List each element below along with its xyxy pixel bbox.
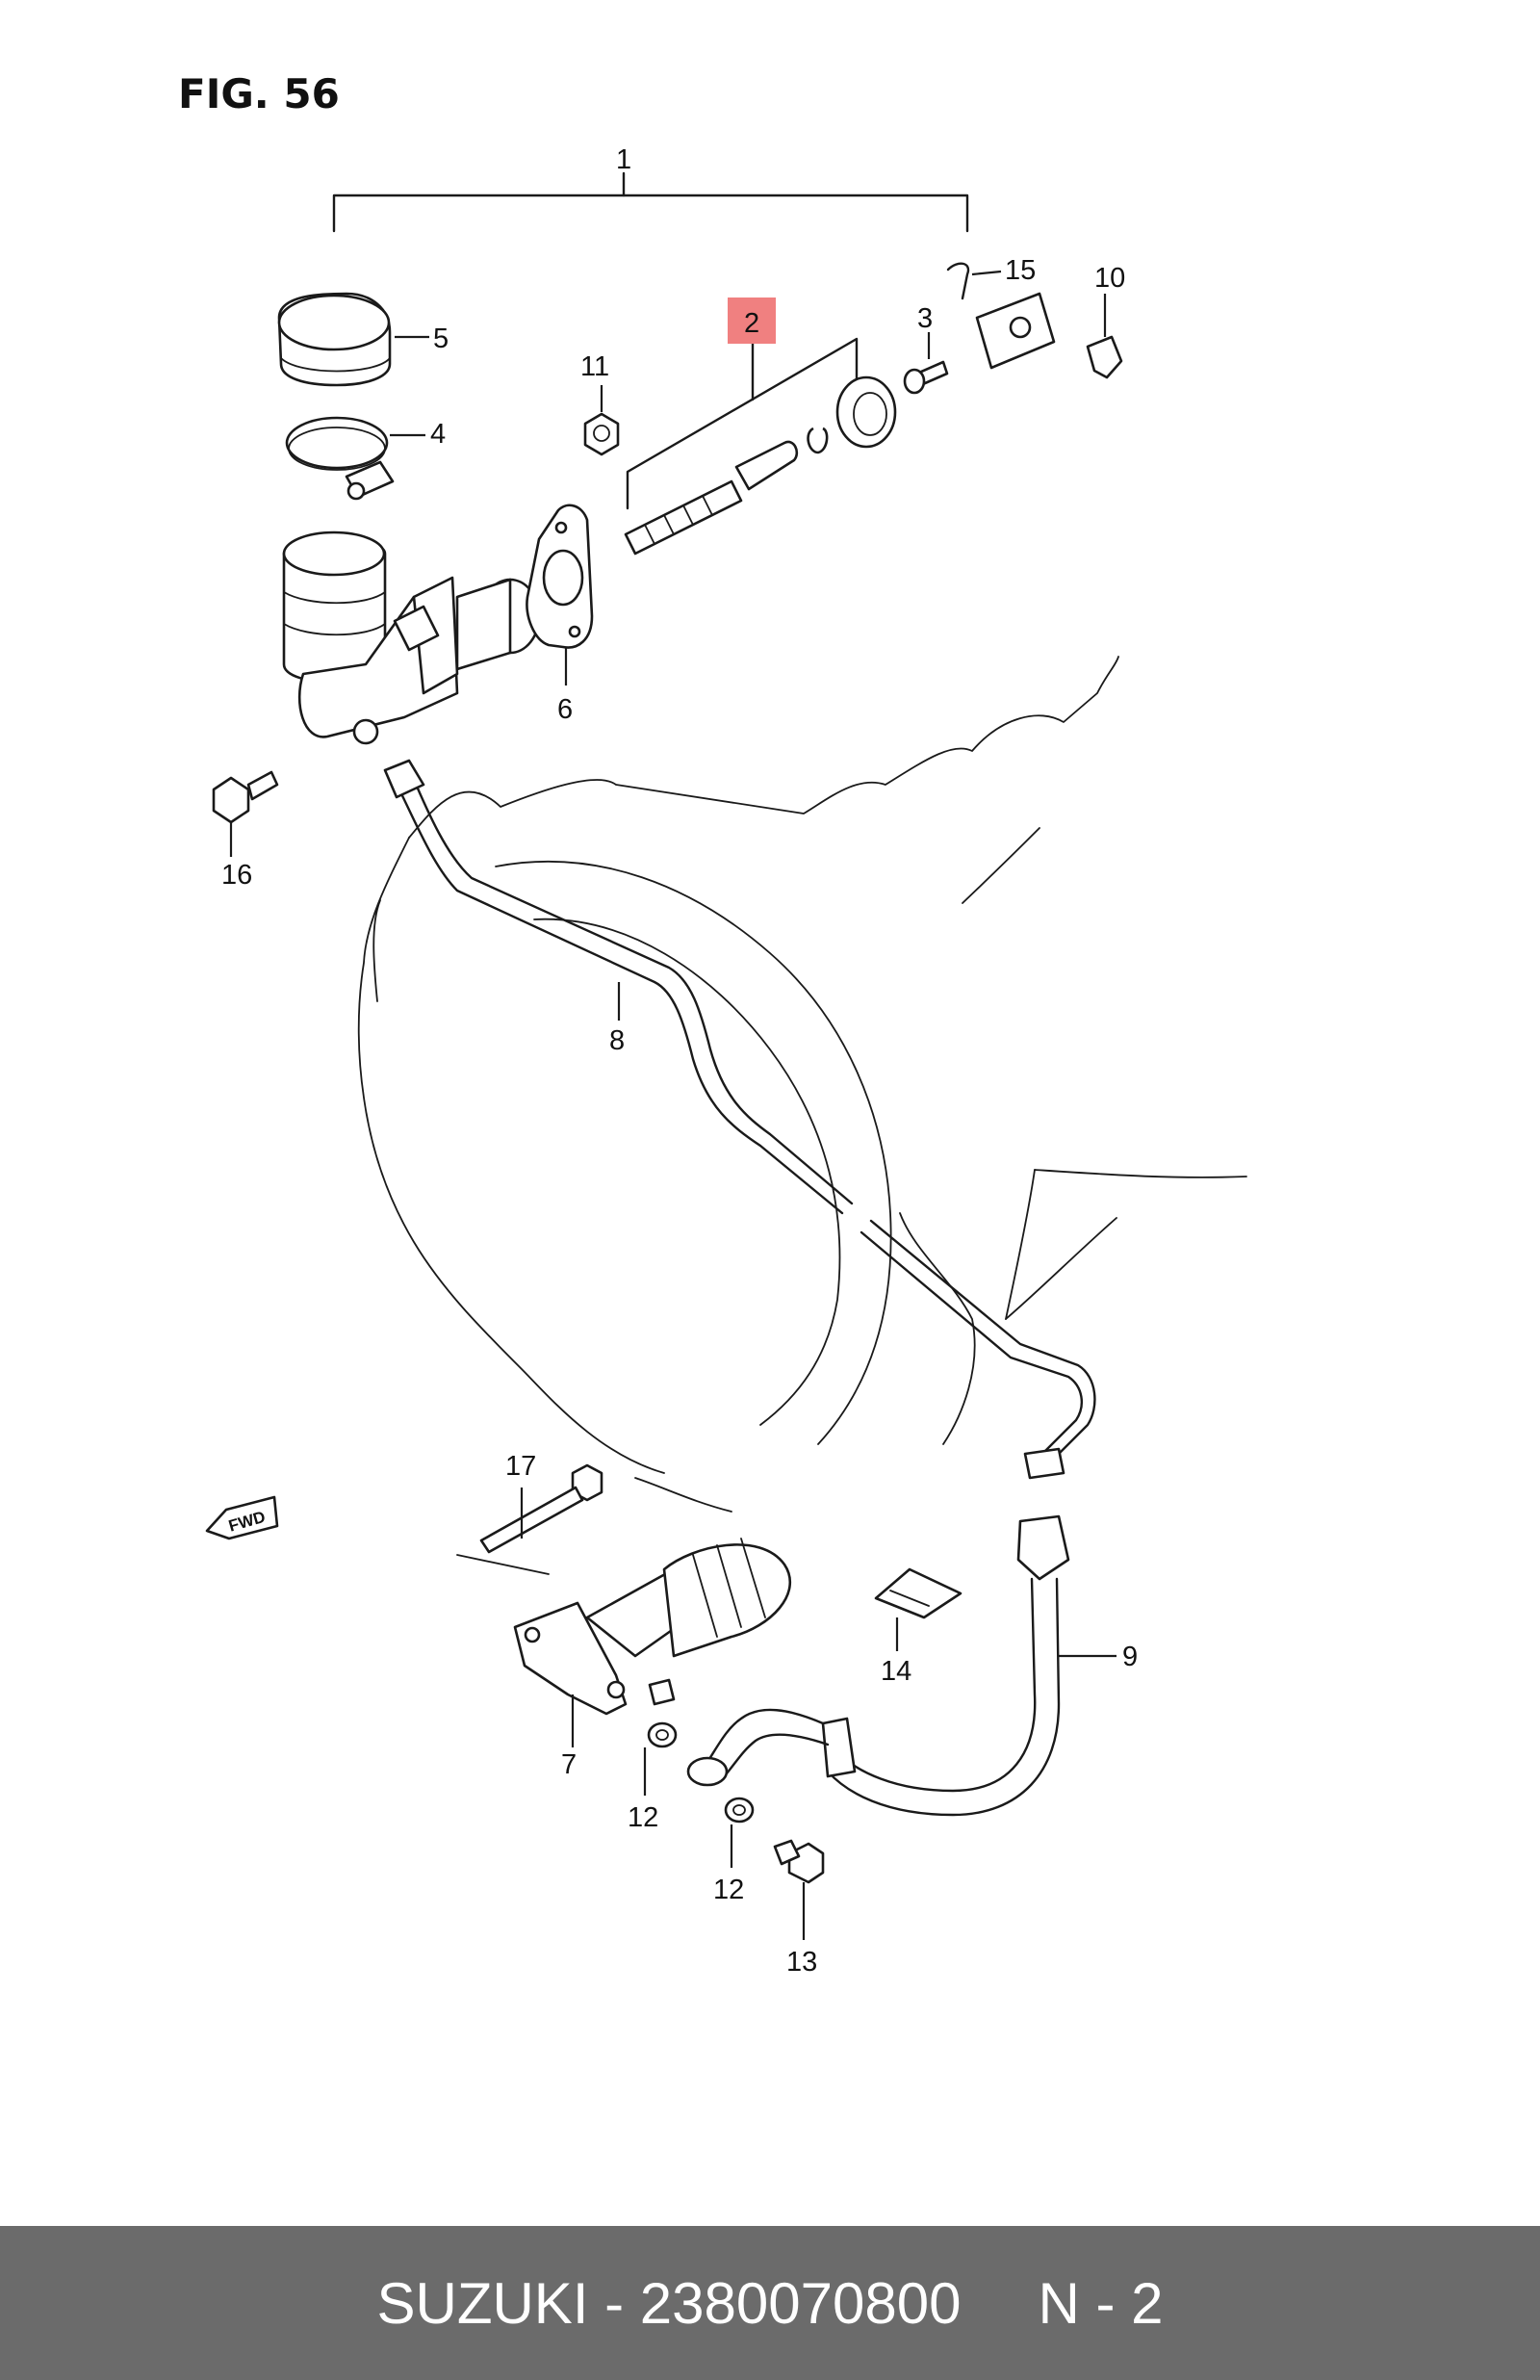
label-14: 14 (881, 1656, 911, 1687)
label-12b: 12 (713, 1875, 744, 1905)
washer-12a (647, 1721, 678, 1748)
clutch-pipe (383, 759, 1096, 1480)
label-17: 17 (505, 1451, 536, 1482)
master-cylinder (282, 530, 541, 745)
bolt-17 (456, 1463, 603, 1575)
label-8: 8 (609, 1025, 625, 1056)
footer-bar: SUZUKI - 2380070800 N - 2 (0, 2226, 1540, 2380)
part-labels: 1 2 3 4 5 6 7 8 9 10 11 12 12 13 14 15 1… (221, 144, 1138, 1978)
label-10: 10 (1094, 263, 1125, 294)
push-rod-yoke (975, 292, 1056, 370)
clutch-hose (686, 1514, 1070, 1817)
footer-page: N - 2 (1038, 2270, 1164, 2336)
label-13: 13 (786, 1947, 817, 1978)
label-9: 9 (1122, 1642, 1138, 1672)
leader-lines (229, 270, 1116, 1940)
footer-part-number: SUZUKI - 2380070800 (376, 2270, 962, 2336)
assembly-bracket-2 (626, 337, 859, 510)
label-16: 16 (221, 860, 252, 891)
cylinder-gasket (526, 504, 594, 649)
release-cylinder (513, 1538, 791, 1716)
bolt-16 (212, 770, 279, 824)
label-2: 2 (744, 308, 759, 339)
label-5: 5 (433, 323, 449, 354)
figure-title: FIG. 56 (178, 70, 340, 117)
nut-11 (583, 412, 620, 456)
label-12a: 12 (628, 1802, 658, 1833)
forward-arrow: FWD (205, 1495, 279, 1540)
hose-clamp (285, 416, 395, 501)
clip-14 (874, 1567, 962, 1619)
label-11: 11 (580, 351, 609, 382)
washer-12b (724, 1797, 755, 1824)
transmission-housing (357, 656, 1247, 1513)
push-rod-kit (624, 375, 897, 556)
assembly-bracket-1 (332, 171, 969, 233)
pin-10 (1086, 335, 1123, 379)
label-1: 1 (616, 144, 631, 175)
label-15: 15 (1005, 255, 1036, 286)
label-4: 4 (430, 419, 446, 450)
parts-diagram: FIG. 56 (178, 70, 1247, 1978)
label-7: 7 (561, 1749, 577, 1780)
clip-15 (946, 262, 970, 300)
label-3: 3 (917, 303, 933, 334)
label-6: 6 (557, 694, 573, 725)
pin-3 (903, 360, 949, 395)
highlight-part-2 (728, 298, 776, 344)
footer-text: SUZUKI - 2380070800 N - 2 (0, 2226, 1540, 2380)
union-bolt-13 (773, 1839, 825, 1884)
reservoir-cap (277, 292, 392, 387)
